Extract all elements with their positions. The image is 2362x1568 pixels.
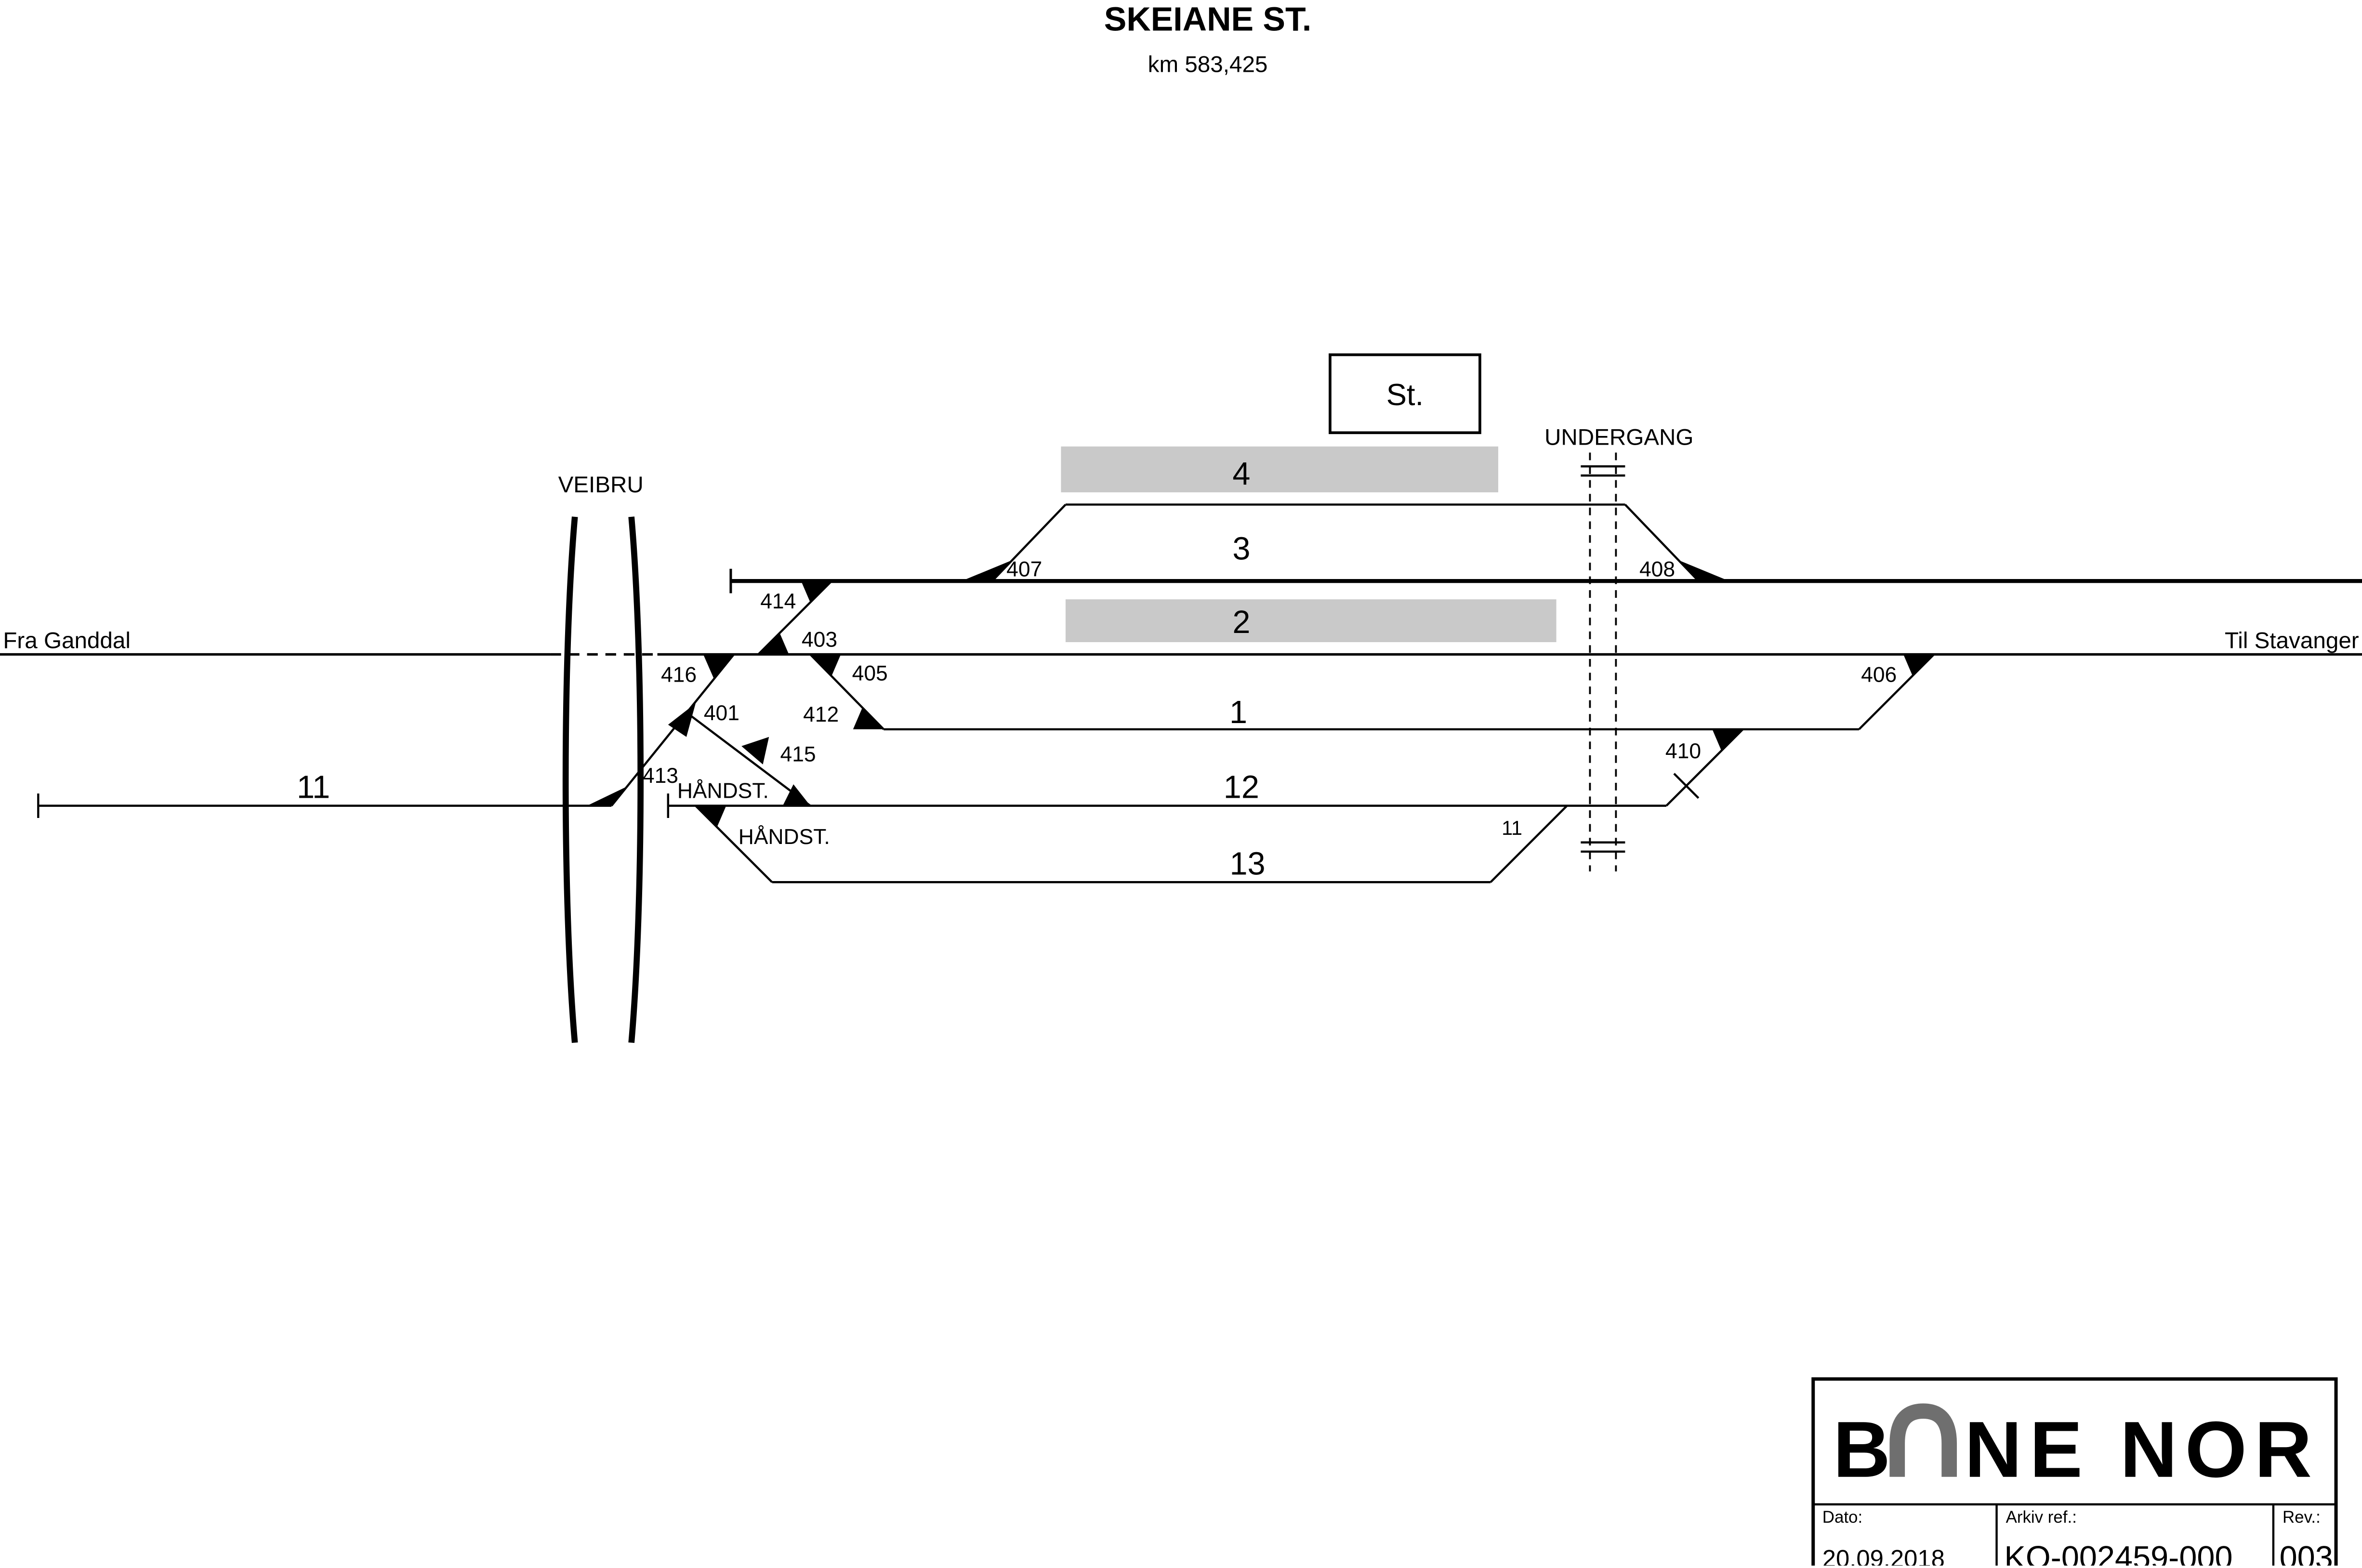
switch-marker-407 <box>962 559 1014 581</box>
roadbridge-line-right <box>628 516 644 1043</box>
endpoint-left-label: Fra Ganddal <box>3 628 131 654</box>
switch-markers <box>587 559 1934 828</box>
slant-track1-right <box>1858 653 1935 730</box>
track-number-2: 2 <box>1232 605 1250 640</box>
banenor-logo-arch <box>1889 1403 1957 1477</box>
banenor-logo-text-nenor: NE NOR <box>1965 1405 2320 1494</box>
titleblock-dato-label: Dato: <box>1822 1508 1862 1527</box>
switch-number-410: 410 <box>1665 739 1701 763</box>
track-lines <box>0 452 2362 1568</box>
switch-marker-401 <box>668 703 696 737</box>
switch-marker-413 <box>587 786 629 806</box>
switch-marker-415 <box>741 737 769 764</box>
slant-track12-connection <box>686 712 811 807</box>
slant-track11 <box>610 654 735 806</box>
switch-marker-412 <box>853 708 884 729</box>
switch-number-406: 406 <box>1861 663 1897 687</box>
station-title: SKEIANE ST. <box>1104 0 1312 38</box>
track-number-4: 4 <box>1232 456 1250 492</box>
switch-number-405: 405 <box>852 661 888 685</box>
switch-marker-416 <box>703 654 734 679</box>
track-number-11: 11 <box>297 770 330 805</box>
switch-marker-405 <box>810 654 841 676</box>
banenor-logo-text-b: B <box>1833 1405 1897 1494</box>
switch-marker-408 <box>1677 559 1729 581</box>
switch-number-412: 412 <box>803 703 839 726</box>
switch-number-413: 413 <box>643 764 678 788</box>
switch-marker-410 <box>1712 729 1743 751</box>
switch-marker-handst-2 <box>695 805 726 828</box>
switch-number-414: 414 <box>760 590 796 613</box>
switch-marker-414 <box>801 581 832 603</box>
switch-marker-handst-1 <box>782 784 810 806</box>
undergang-label: UNDERGANG <box>1544 425 1693 450</box>
endpoint-right-label: Til Stavanger <box>2225 628 2359 654</box>
switch-number-416: 416 <box>661 663 697 687</box>
titleblock-arkiv-label: Arkiv ref.: <box>2006 1508 2077 1527</box>
titleblock-arkiv-value: KO-002459-000 <box>2004 1540 2232 1566</box>
track-number-11-small: 11 <box>1502 817 1522 839</box>
switch-number-408: 408 <box>1639 558 1675 581</box>
switch-number-415: 415 <box>780 743 816 766</box>
handst-label-2: HÅNDST. <box>739 825 830 849</box>
station-km: km 583,425 <box>1148 52 1268 77</box>
slant-track1-left <box>809 653 884 730</box>
titleblock-rev-label: Rev.: <box>2283 1508 2321 1527</box>
slant-track13-right <box>1490 805 1568 883</box>
platforms-and-boxes <box>1061 353 2338 1568</box>
track-number-12: 12 <box>1224 770 1259 805</box>
track-number-13: 13 <box>1229 846 1265 882</box>
track-number-1: 1 <box>1229 695 1247 730</box>
switch-number-403: 403 <box>802 628 837 652</box>
platform-track-4 <box>1061 446 1498 493</box>
platform-track-2 <box>1065 599 1557 643</box>
titleblock-rev-value: 003 <box>2280 1540 2333 1566</box>
handst-label-1: HÅNDST. <box>677 779 769 803</box>
veibru-label: VEIBRU <box>558 472 644 498</box>
switch-marker-403 <box>758 633 789 655</box>
roadbridge-line-left <box>562 516 578 1043</box>
switch-number-401: 401 <box>704 701 739 725</box>
derail-cross-tick <box>1673 773 1700 799</box>
station-building-label: St. <box>1386 378 1424 412</box>
track-number-3: 3 <box>1232 531 1250 567</box>
switch-marker-406 <box>1903 654 1934 676</box>
station-building-box <box>1329 353 1481 435</box>
bridge-and-logo-paths <box>562 516 1957 1477</box>
titleblock-dato-value: 20.09.2018 <box>1822 1545 1945 1566</box>
switch-number-407: 407 <box>1006 558 1042 581</box>
